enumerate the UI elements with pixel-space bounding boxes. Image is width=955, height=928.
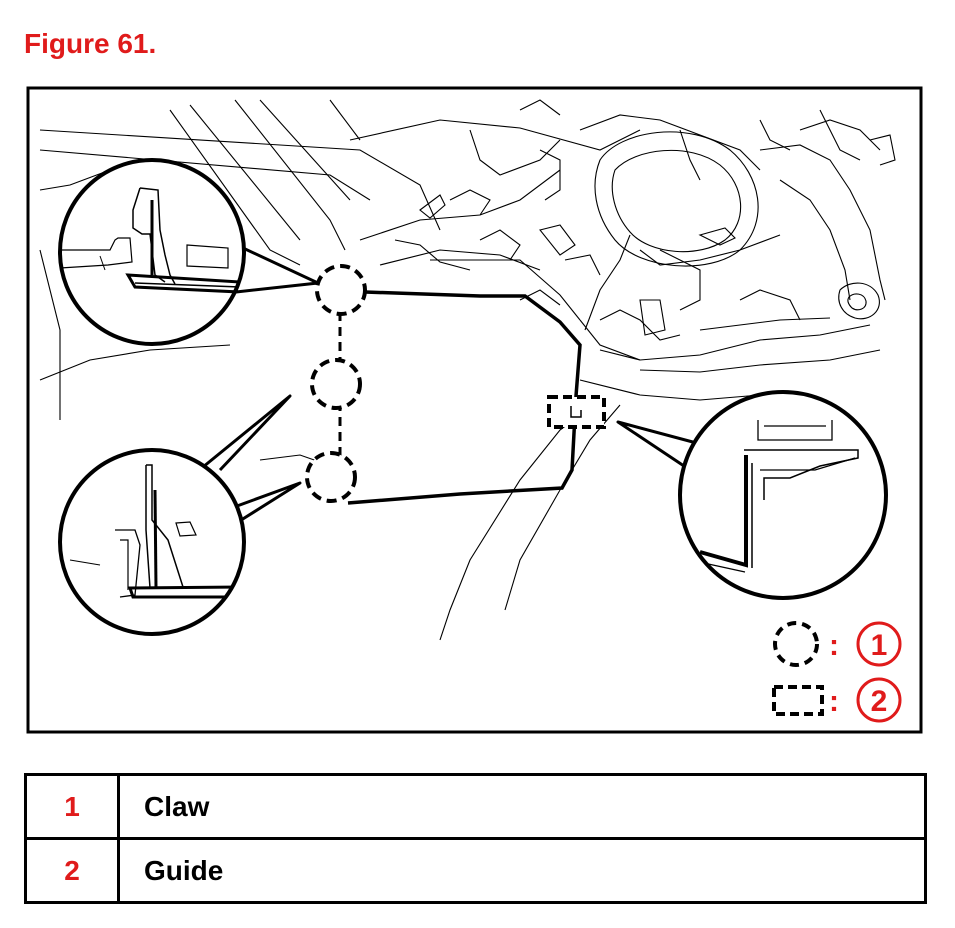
legend-row: 1 Claw [24,773,927,840]
claw-marker-middle [310,358,362,410]
legend-row: 2 Guide [24,837,927,904]
key-number-2: 2 [871,685,888,718]
panel-outline [347,290,582,505]
key-number-badge-1 [856,621,902,667]
legend-number: 2 [24,837,120,904]
legend-table: 1 Claw 2 Guide [24,773,927,904]
legend-description: Claw [117,773,927,840]
key-colon-1: : [829,629,839,662]
key-claw-symbol [773,621,819,667]
diagram-illustration: : 1 : 2 [26,86,923,734]
symbol-key: : 1 : 2 [772,621,902,723]
guide-marker [547,395,606,429]
detail-view-guide [678,390,888,600]
key-number-badge-2 [856,677,902,723]
key-number-1: 1 [871,629,888,662]
detail-view-claw-top [58,158,246,346]
claw-marker-top [315,264,367,316]
figure-title: Figure 61. [24,28,157,59]
key-guide-symbol [772,685,824,716]
key-colon-2: : [829,685,839,718]
legend-description: Guide [117,837,927,904]
claw-marker-bottom [305,451,357,503]
detail-view-claw-bottom [58,448,246,636]
legend-number: 1 [24,773,120,840]
callout-pointer-bottom-left [202,394,302,524]
